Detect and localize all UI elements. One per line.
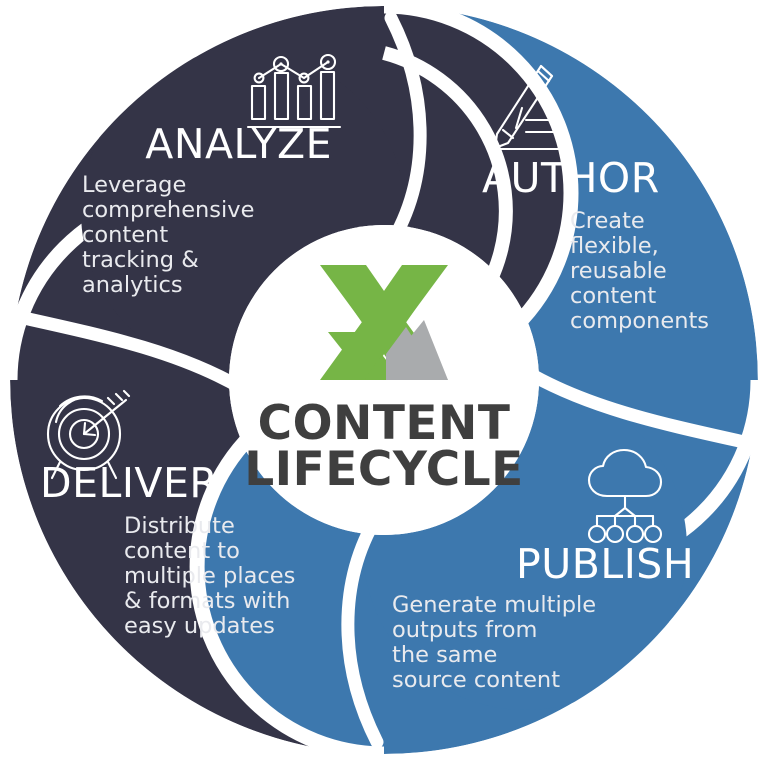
segment-analyze[interactable]: ANALYZE Leverage comprehensive content t…	[82, 53, 342, 298]
segment-body-analyze: Leverage comprehensive content tracking …	[82, 172, 254, 298]
svg-text:Distribute: Distribute	[124, 513, 235, 539]
svg-text:Create: Create	[570, 208, 645, 234]
cloud-distribution-icon	[587, 448, 663, 544]
center-logo: CONTENT LIFECYCLE	[244, 265, 524, 497]
svg-text:flexible,: flexible,	[570, 233, 659, 259]
svg-text:Generate multiple: Generate multiple	[392, 592, 596, 618]
segment-publish[interactable]: PUBLISH Generate multiple outputs from t…	[392, 448, 694, 693]
center-title-line1: CONTENT	[258, 396, 511, 451]
svg-text:Leverage: Leverage	[82, 172, 186, 198]
svg-text:content: content	[82, 222, 168, 248]
pencil-writing-icon	[491, 64, 566, 151]
svg-text:components: components	[570, 308, 709, 334]
segment-heading-author: AUTHOR	[482, 154, 660, 202]
x-logo-icon	[320, 265, 448, 380]
segment-heading-deliver: DELIVER	[40, 459, 218, 507]
target-arrow-icon	[46, 389, 131, 480]
segment-heading-publish: PUBLISH	[516, 540, 694, 588]
svg-text:the same: the same	[392, 642, 497, 668]
svg-text:tracking &: tracking &	[82, 247, 199, 273]
svg-text:content: content	[570, 283, 656, 309]
svg-text:analytics: analytics	[82, 272, 183, 298]
segment-body-publish: Generate multiple outputs from the same …	[392, 592, 596, 693]
segment-body-author: Create flexible, reusable content compon…	[570, 208, 709, 334]
svg-text:easy updates: easy updates	[124, 613, 275, 639]
center-title-line2: LIFECYCLE	[244, 442, 524, 497]
svg-text:& formats with: & formats with	[124, 588, 290, 614]
svg-text:content to: content to	[124, 538, 240, 564]
segment-deliver[interactable]: DELIVER Distribute content to multiple p…	[40, 389, 295, 639]
segment-author[interactable]: AUTHOR Create flexible, reusable content…	[482, 64, 709, 334]
svg-text:reusable: reusable	[570, 258, 667, 284]
segment-body-deliver: Distribute content to multiple places & …	[124, 513, 295, 639]
svg-text:source content: source content	[392, 667, 560, 693]
svg-text:comprehensive: comprehensive	[82, 197, 254, 223]
svg-text:outputs from: outputs from	[392, 617, 537, 643]
bar-chart-line-graph-icon	[246, 53, 342, 129]
svg-text:multiple places: multiple places	[124, 563, 295, 589]
segment-heading-analyze: ANALYZE	[145, 120, 332, 168]
